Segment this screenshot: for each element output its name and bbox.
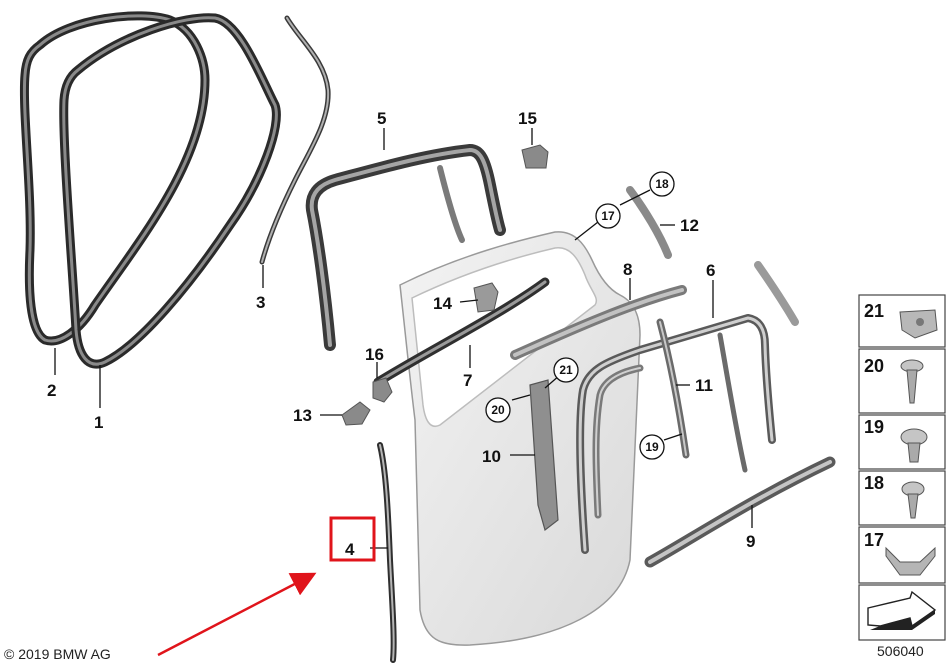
callout-7: 7 <box>463 371 472 390</box>
legend-cell-18 <box>858 470 946 526</box>
outer-belt-strip-8[interactable] <box>510 285 687 360</box>
lower-seal-9[interactable] <box>644 456 836 568</box>
callout-21: 21 <box>559 363 573 377</box>
callout-14: 14 <box>433 294 452 313</box>
inner-belt-strip[interactable] <box>373 277 550 387</box>
screw-icon-20 <box>900 359 924 404</box>
callout-16: 16 <box>365 345 384 364</box>
channel-guide-11[interactable] <box>656 318 690 459</box>
trim-strip-small[interactable] <box>754 261 799 326</box>
clip-icon-17 <box>885 546 936 576</box>
callout-5: 5 <box>377 109 386 128</box>
callout-6: 6 <box>706 261 715 280</box>
highlight-arrow <box>157 572 317 657</box>
legend-label-21: 21 <box>864 301 884 321</box>
cap-13[interactable] <box>341 401 371 426</box>
pillar-cover-10[interactable] <box>529 379 559 532</box>
callout-13: 13 <box>293 406 312 425</box>
door-seal-inner[interactable] <box>59 13 281 369</box>
highlight-annotation <box>157 516 376 657</box>
legend-label-20: 20 <box>864 356 884 376</box>
legend-label-19: 19 <box>864 417 884 437</box>
window-frame-seal[interactable] <box>305 144 506 351</box>
legend-label-17: 17 <box>864 530 884 550</box>
callout-9: 9 <box>746 532 755 551</box>
trim-strip-12[interactable] <box>626 186 672 259</box>
legend-cell-20 <box>858 348 946 414</box>
callout-4: 4 <box>345 540 355 559</box>
pillar-strip[interactable] <box>259 15 331 265</box>
copyright-text: © 2019 BMW AG <box>4 646 111 662</box>
fastener-legend: 21 20 19 18 17 <box>858 294 946 641</box>
inner-channel[interactable] <box>592 364 644 519</box>
callout-15: 15 <box>518 109 537 128</box>
callout-10: 10 <box>482 447 501 466</box>
door-edge-seal-4[interactable] <box>377 442 397 663</box>
bracket-14[interactable] <box>473 282 499 313</box>
screw-icon-18 <box>901 481 925 519</box>
small-clip-15[interactable] <box>521 144 549 169</box>
legend-label-18: 18 <box>864 473 884 493</box>
legend-cell-19 <box>858 414 946 470</box>
callout-18: 18 <box>655 177 669 191</box>
callout-12: 12 <box>680 216 699 235</box>
callout-11: 11 <box>695 376 713 395</box>
callout-labels: 1 2 3 4 5 6 7 8 9 10 11 12 13 14 15 16 <box>47 109 755 559</box>
direction-arrow-icon <box>867 590 937 630</box>
window-channel-6[interactable] <box>576 314 776 554</box>
callout-20: 20 <box>491 403 505 417</box>
callout-3: 3 <box>256 293 265 312</box>
diagram-number: 506040 <box>877 643 924 659</box>
callout-8: 8 <box>623 260 632 279</box>
callout-2: 2 <box>47 381 56 400</box>
callout-1: 1 <box>94 413 103 432</box>
callout-17: 17 <box>601 209 615 223</box>
leader-lines <box>54 128 753 549</box>
highlight-box <box>329 516 376 562</box>
screw-icon-19 <box>900 428 928 463</box>
circled-callouts: 17 18 19 20 21 <box>485 171 675 460</box>
bracket-16[interactable] <box>372 377 393 403</box>
callout-19: 19 <box>645 440 659 454</box>
